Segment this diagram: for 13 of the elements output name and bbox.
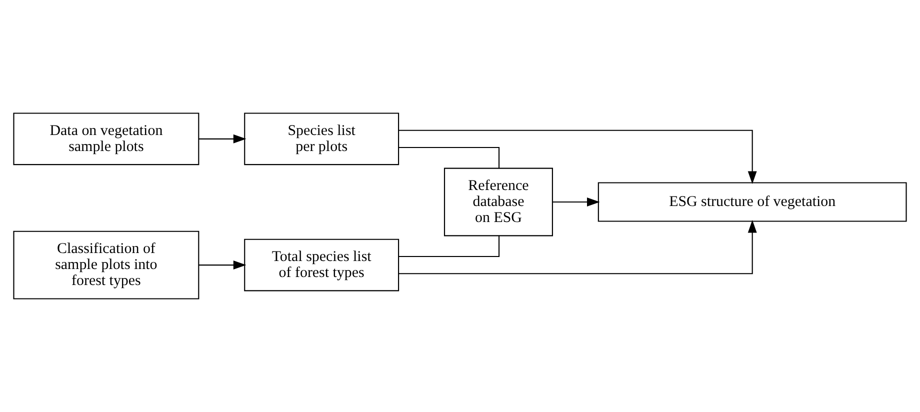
node-box: Species list per plots xyxy=(244,112,400,166)
arrow xyxy=(398,130,757,184)
node-box: Reference database on ESG xyxy=(444,168,553,236)
arrow xyxy=(398,220,757,274)
connector xyxy=(398,236,500,258)
connector xyxy=(398,146,500,168)
arrow xyxy=(552,198,600,206)
node-box: Total species list of forest types xyxy=(244,238,400,292)
arrow xyxy=(198,134,246,144)
arrow xyxy=(198,260,246,270)
node-box: Classification of sample plots into forest types xyxy=(13,230,200,300)
node-box: Data on vegetation sample plots xyxy=(13,112,200,166)
node-box: ESG structure of vegetation xyxy=(598,182,907,222)
